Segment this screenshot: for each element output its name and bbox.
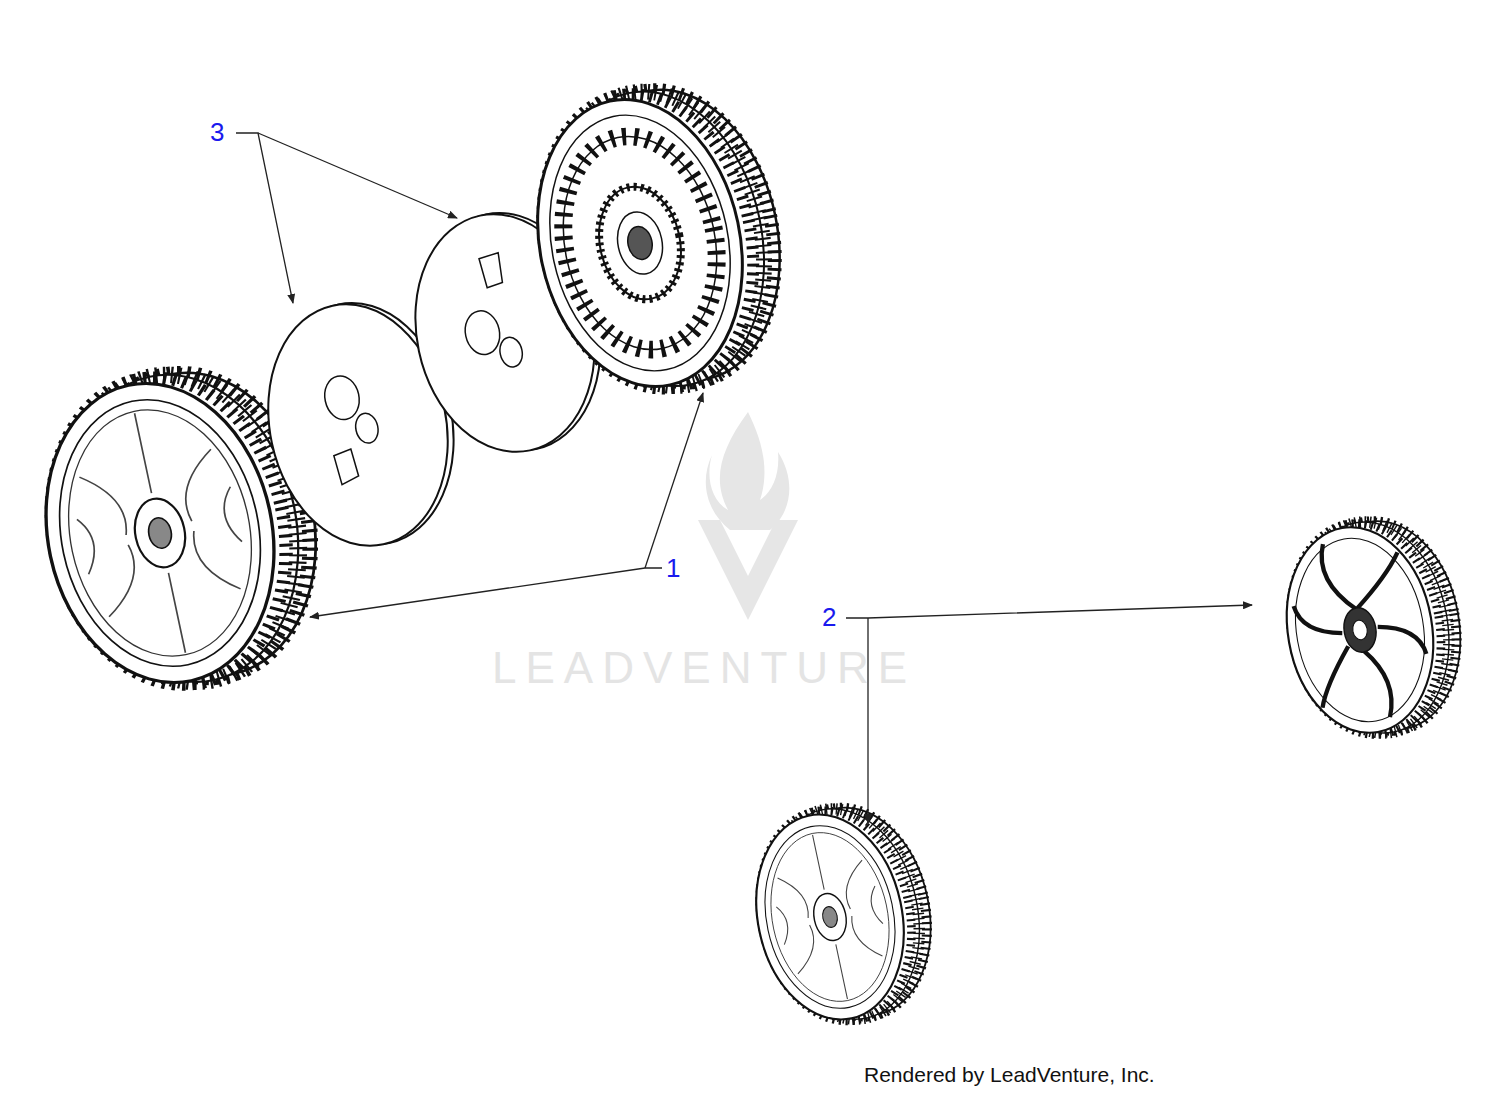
watermark-logo	[698, 412, 798, 620]
front-wheel	[1271, 508, 1477, 747]
leader-lines	[236, 133, 1252, 823]
drive-wheel	[511, 69, 806, 410]
callout-number: 3	[210, 119, 224, 145]
callout-number: 1	[666, 555, 680, 581]
callout-number: 2	[822, 604, 836, 630]
render-credit: Rendered by LeadVenture, Inc.	[864, 1064, 1155, 1085]
front-wheel	[737, 792, 949, 1036]
watermark: LEADVENTURE	[492, 646, 916, 690]
